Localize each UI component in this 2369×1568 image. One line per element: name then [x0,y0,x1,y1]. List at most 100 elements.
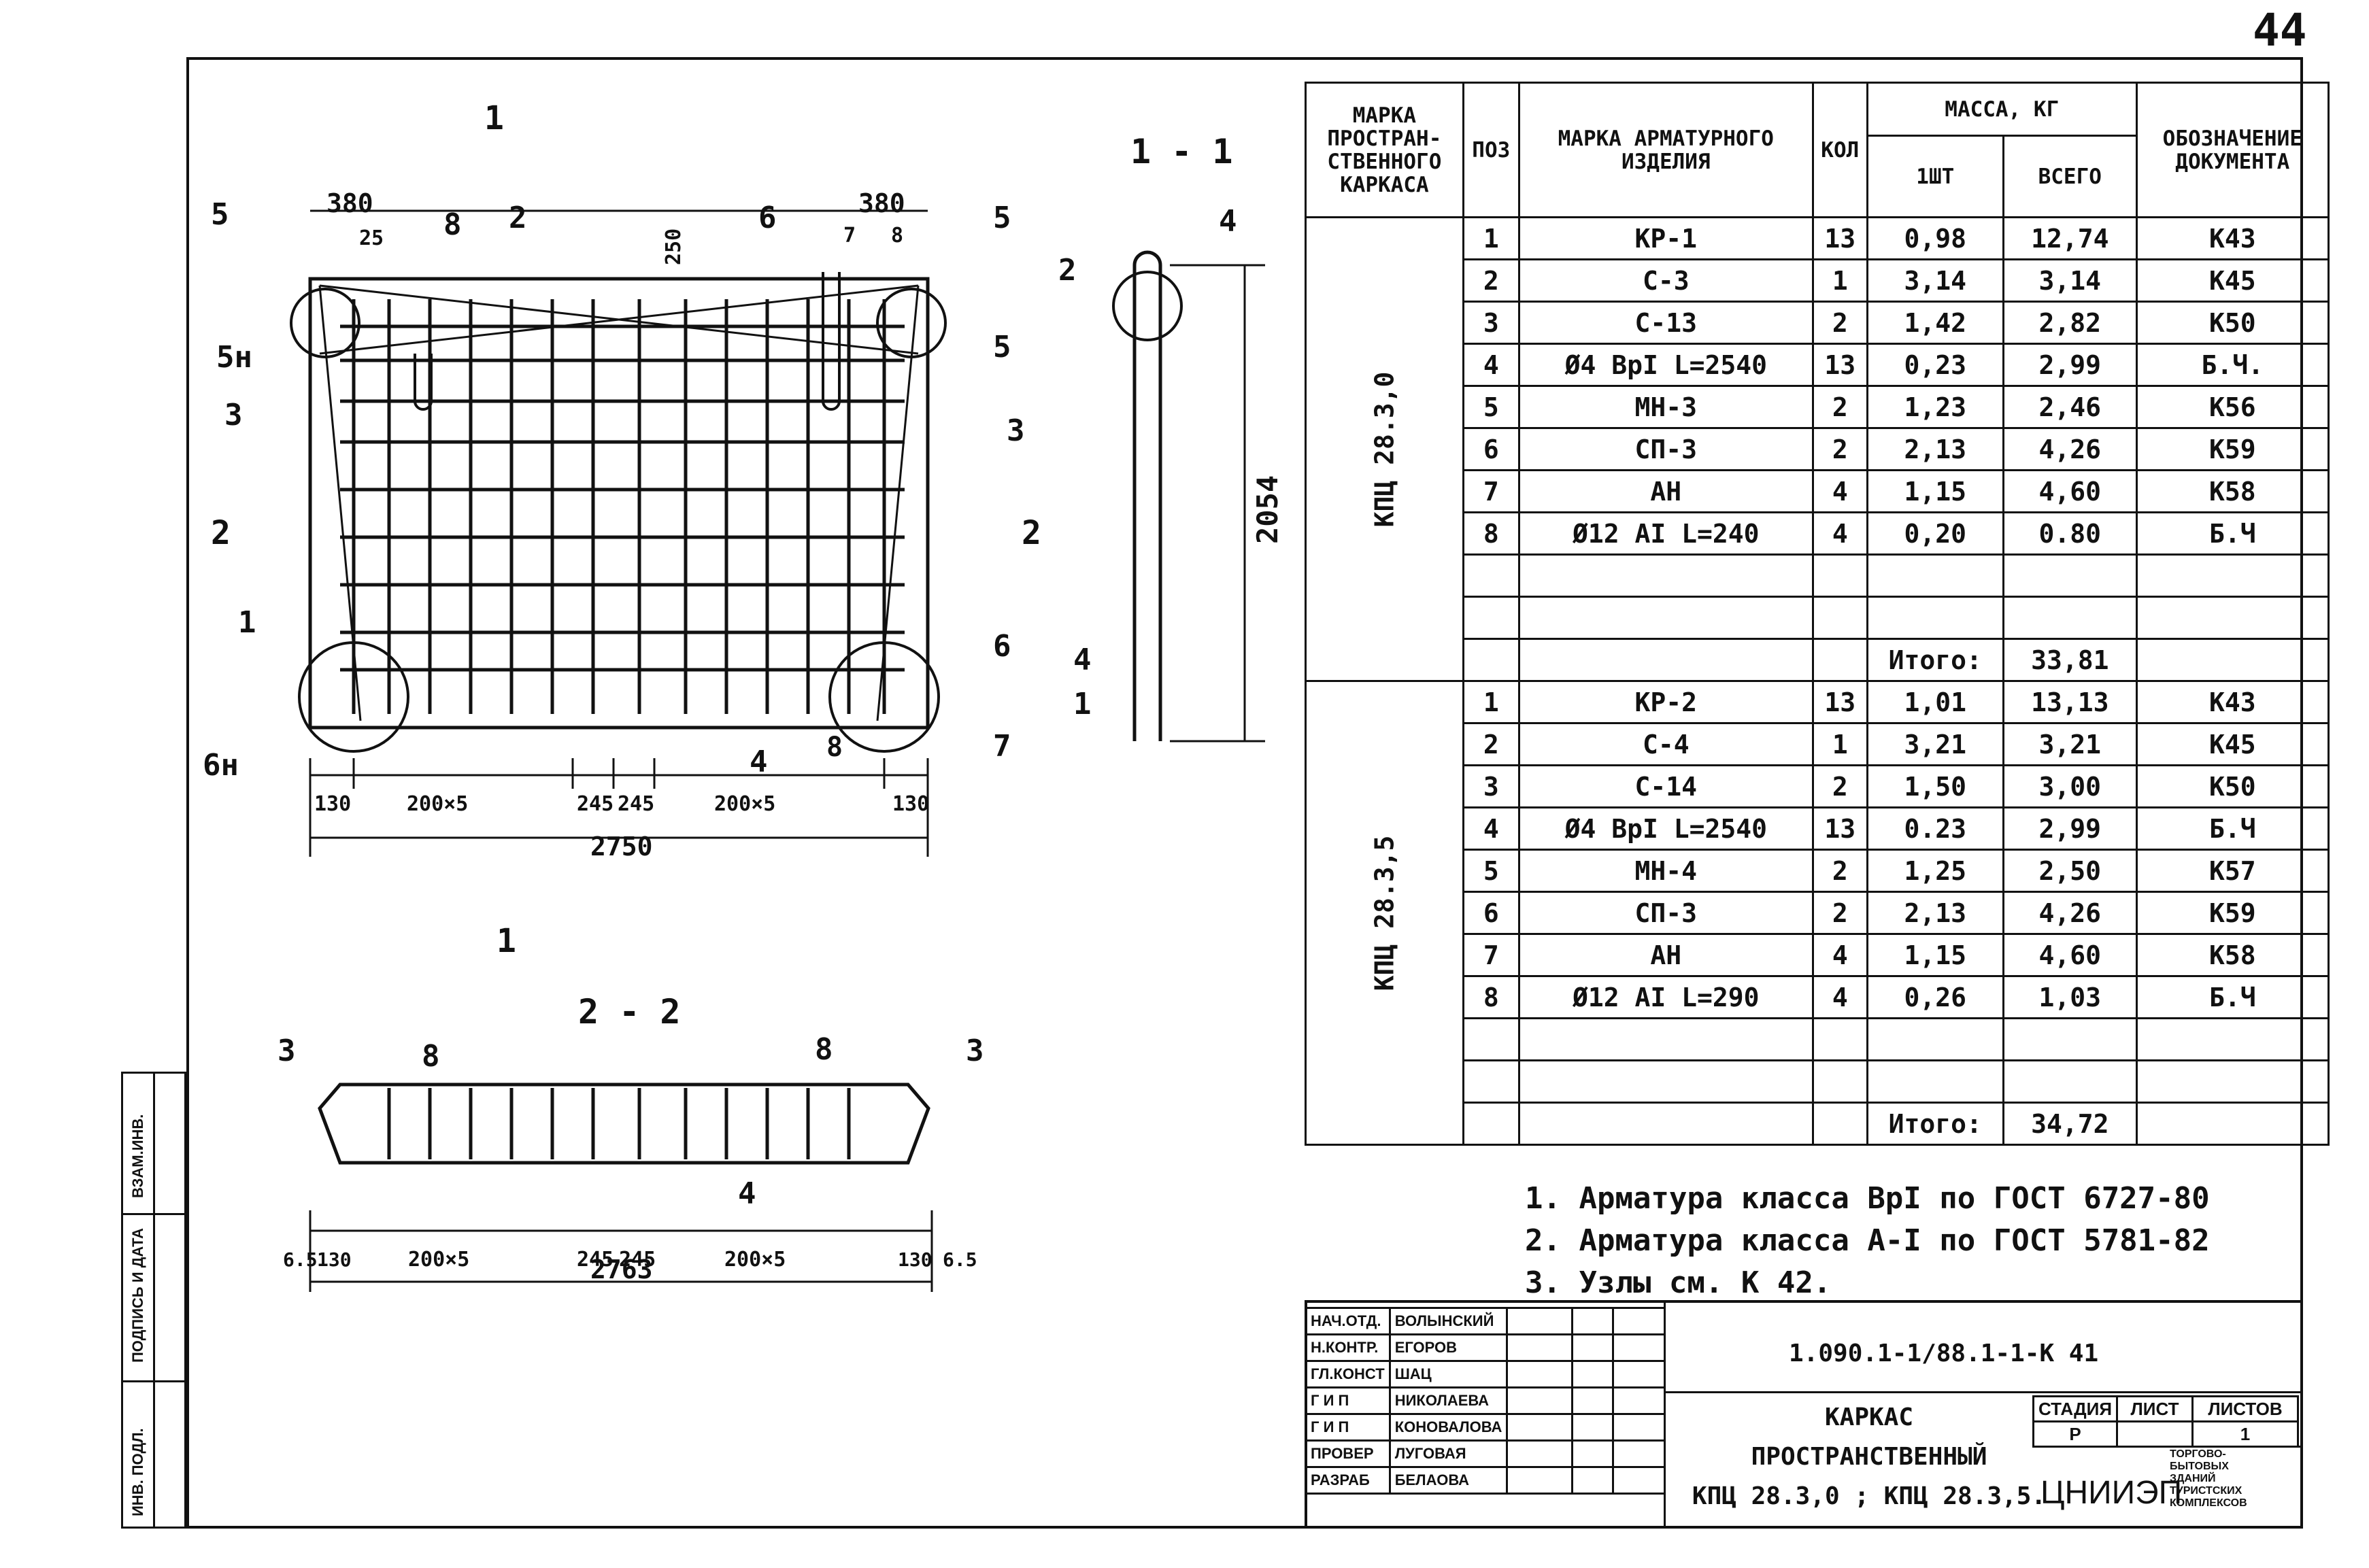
section-1-1 [1112,250,1183,741]
group-total-cell: 34,72 [2002,1102,2138,1146]
total-mass-cell [2002,596,2138,640]
lifting-loop-right [822,272,841,411]
signature-role: Н.КОНТР. [1305,1333,1391,1362]
unit-mass-cell: 3,14 [1866,258,2004,303]
pos-cell [1462,1017,1520,1061]
pos-cell: 5 [1462,849,1520,893]
qty-cell: 13 [1811,216,1868,260]
doc-cell: Б.Ч [2135,511,2330,556]
plan-dim-200x5-left: 200×5 [407,792,468,816]
mark-cell [1517,1102,1814,1146]
section-1-1-height: 2054 [1251,475,1284,544]
doc-cell: К45 [2135,258,2330,303]
doc-cell: К59 [2135,427,2330,471]
signature-role: ГЛ.КОНСТ [1305,1360,1391,1388]
detail-circle-br [828,641,940,753]
header-doc: ОБОЗНАЧЕНИЕ ДОКУМЕНТА [2135,82,2330,218]
mark-cell: С-14 [1517,764,1814,808]
unit-mass-cell [1866,553,2004,598]
section-1-1-callout-1: 1 [1073,687,1092,721]
plan-dim-245-b: 245 [618,792,654,816]
date-cell [1612,1307,1666,1335]
signature-name: ЛУГОВАЯ [1388,1439,1509,1468]
section-1-1-title: 1 - 1 [1130,132,1233,171]
detail-circle-tl [290,288,360,358]
signature-name: КОНОВАЛОВА [1388,1413,1509,1442]
total-mass-cell: 3,14 [2002,258,2138,303]
section-2-2-title: 2 - 2 [578,992,681,1032]
pos-cell: 1 [1462,216,1520,260]
drawing-title-line-1: КАРКАС [1824,1403,1914,1431]
section-1-1-dim [1170,264,1265,743]
unit-mass-cell: 3,21 [1866,722,2004,766]
callout-3-left: 3 [224,398,243,432]
qty-cell: 2 [1811,849,1868,893]
callout-6n: 6н [203,748,239,783]
spec-row: Итого:33,81 [1306,638,2330,682]
org-sub-line-3: ЗДАНИЙ [2170,1473,2216,1484]
detail-circle-bl [298,641,409,753]
doc-cell [2135,1017,2330,1061]
signature-role: РАЗРАБ [1305,1466,1391,1495]
qty-cell: 1 [1811,258,1868,303]
unit-mass-cell: 1,15 [1866,469,2004,513]
doc-cell [2135,1059,2330,1104]
qty-cell: 2 [1811,764,1868,808]
section-2-2-callout-8-left: 8 [422,1039,440,1074]
qty-cell: 2 [1811,891,1868,935]
organization-subtitle: ТОРГОВО- БЫТОВЫХ ЗДАНИЙ ТУРИСТСКИХ КОМПЛ… [2170,1448,2247,1510]
total-mass-cell: 4,60 [2002,469,2138,513]
plan-dim-25: 25 [359,226,384,250]
section-2-2-callout-3-right: 3 [966,1034,984,1068]
pos-cell [1462,596,1520,640]
callout-4-plan: 4 [750,745,768,779]
unit-mass-cell: 0,23 [1866,343,2004,387]
doc-cell [2135,638,2330,682]
mark-cell: КР-2 [1517,680,1814,724]
section-2-2-callout-4: 4 [738,1176,756,1211]
mark-cell: Ø12 АI L=240 [1517,511,1814,556]
doc-cell: Б.Ч [2135,975,2330,1019]
mark-cell: Ø12 АI L=290 [1517,975,1814,1019]
archive-strip [121,1072,186,1529]
qty-cell [1811,553,1868,598]
note-3: 3. Узлы см. К 42. [1525,1265,1832,1300]
section-2-2-callout-8-right: 8 [815,1032,833,1067]
header-mass-unit: 1ШТ [1866,135,2004,218]
section-2-2-callout-3-left: 3 [278,1034,296,1068]
qty-cell: 13 [1811,343,1868,387]
header-pos: ПОЗ [1462,82,1520,218]
archive-strip-divider-1 [121,1213,186,1215]
qty-cell [1811,596,1868,640]
unit-mass-cell: 0,98 [1866,216,2004,260]
section-2-2-dim-6.5-right: 6.5 [943,1248,977,1271]
total-label-cell: Итого: [1866,1102,2004,1146]
total-mass-cell: 12,74 [2002,216,2138,260]
mark-cell: Ø4 ВрI L=2540 [1517,806,1814,851]
mark-cell: КР-1 [1517,216,1814,260]
org-divider [2032,1446,2303,1448]
unit-mass-cell: 1,25 [1866,849,2004,893]
frame-mark-cell: КПЦ 28.3,0 [1305,216,1464,682]
callout-2-top: 2 [509,201,527,235]
signature-cell [1506,1360,1574,1388]
unit-mass-cell: 1,15 [1866,933,2004,977]
date-cell [1571,1333,1615,1362]
section-2-2-rods [387,1088,851,1159]
specification-table: МАРКА ПРОСТРАН- СТВЕННОГО КАРКАСА ПОЗ МА… [1305,82,2330,1146]
plan-dim-8: 8 [891,224,903,248]
frame-mark-label: КПЦ 28.3,5 [1369,835,1400,991]
unit-mass-cell: 2,13 [1866,891,2004,935]
total-mass-cell: 13,13 [2002,680,2138,724]
date-cell [1571,1466,1615,1495]
